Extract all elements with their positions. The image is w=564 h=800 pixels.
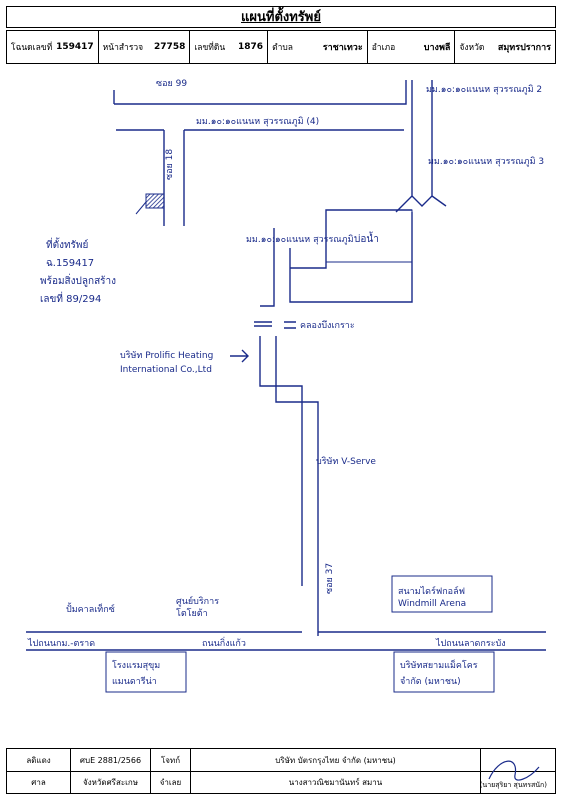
road-mid-label: ถนนกิ่งแก้ว — [202, 636, 246, 649]
right-road-lines — [395, 80, 447, 213]
road-right-label: ไปถนนลาดกระบัง — [435, 638, 506, 649]
amphoe-label: อำเภอ — [371, 43, 396, 53]
main-road-top-line — [113, 80, 407, 105]
footer-r2-c2: จังหวัดศรีสะเกษ — [71, 771, 151, 793]
golf-label2: Windmill Arena — [398, 599, 466, 609]
mall-box — [393, 651, 495, 693]
hotel-line1: โรงแรมสุขุม — [112, 660, 160, 671]
mid-road — [260, 209, 413, 307]
footer-row-2: ศาล จังหวัดศรีสะเกษ จำเลย นางสาวณิชมานัน… — [7, 771, 555, 793]
province-label: จังหวัด — [459, 43, 485, 53]
golf-box — [391, 575, 493, 613]
soi-top-label: ซอย 99 — [156, 79, 187, 89]
main-vertical-road — [259, 336, 319, 636]
location-map: ซอย 99 มม.๑๐:๑๐แนนห สุวรรณภูมิ (4) มม.๑๐… — [6, 66, 556, 742]
arrow-company1 — [230, 349, 249, 363]
deed-label: โฉนดเลขที่ — [11, 43, 53, 53]
survey-cell: หน้าสำรวจ 27758 — [99, 31, 191, 63]
survey-label: หน้าสำรวจ — [102, 43, 144, 53]
footer-r1-c2: ศบE 2881/2566 — [71, 749, 151, 771]
company1-line1: บริษัท Prolific Heating — [120, 350, 213, 361]
signer-name: (นายสุริยา สุนทรสนัก) — [479, 781, 547, 789]
footer-r1-c1: ลดิแดง — [7, 749, 71, 771]
hotel-box — [105, 651, 187, 693]
footer-r1-c3: โจทก์ — [151, 749, 191, 771]
province-value: สมุทรปราการ — [497, 43, 552, 53]
bottom-left-b: ศูนย์บริการ — [176, 595, 219, 607]
footer-r1-c4: บริษัท บัตรกรุงไทย จำกัด (มหาชน) — [191, 749, 481, 771]
property-pointer — [135, 201, 147, 215]
tambon-value: ราชาเทวะ — [322, 43, 363, 53]
pond-outline — [325, 209, 413, 263]
property-line2: พร้อมสิ่งปลูกสร้าง — [40, 273, 116, 287]
tambon-cell: ตำบล ราชาเทวะ — [268, 31, 368, 63]
footer-r2-c4: นางสาวณิชมานันทร์ สมาน — [191, 771, 481, 793]
land-number: 1876 — [238, 42, 264, 52]
footer-r2-c1: ศาล — [7, 771, 71, 793]
land-cell: เลขที่ดิน 1876 — [190, 31, 269, 63]
bottom-left-a: ปั้มคาลเท็กซ์ — [66, 602, 115, 615]
company1-line2: International Co.,Ltd — [120, 365, 212, 375]
page-title: แผนที่ตั้งทรัพย์ — [6, 6, 556, 28]
footer-row-1: ลดิแดง ศบE 2881/2566 โจทก์ บริษัท บัตรกร… — [7, 749, 555, 772]
map-drawing: ซอย 99 มม.๑๐:๑๐แนนห สุวรรณภูมิ (4) มม.๑๐… — [26, 79, 546, 693]
company2-label: บริษัท V-Serve — [316, 456, 376, 467]
soi-vertical — [163, 130, 185, 226]
golf-label: สนามไดร์ฟกอล์ฟ — [398, 585, 465, 597]
right-mid-label: มม.๑๐:๑๐แนนห สุวรรณภูมิ 3 — [428, 156, 544, 167]
road-left-label: ไปถนนกม.-ตราด — [27, 638, 95, 649]
mall-line1: บริษัทสยามแม็คโคร — [400, 658, 478, 671]
survey-number: 27758 — [154, 42, 186, 52]
right-top-label: มม.๑๐:๑๐แนนห สุวรรณภูมิ 2 — [426, 84, 542, 95]
soi-vertical-label: ซอย 18 — [165, 149, 175, 180]
hotel-line2: แมนดารีน่า — [112, 676, 157, 687]
property-line3: เลขที่ 89/294 — [40, 291, 101, 305]
mid-road-label: มม.๑๐:๑๐แนนห สุวรรณภูมิ — [246, 234, 354, 245]
main-road-label: มม.๑๐:๑๐แนนห สุวรรณภูมิ (4) — [196, 116, 319, 127]
footer-r2-c3: จำเลย — [151, 771, 191, 793]
mall-line2: จำกัด (มหาชน) — [400, 676, 461, 687]
deed-info-row: โฉนดเลขที่ 159417 หน้าสำรวจ 27758 เลขที่… — [6, 30, 556, 64]
pond-label: บ่อน้ำ — [354, 231, 379, 245]
property-line1: ฉ.159417 — [46, 258, 94, 269]
canal-label: คลองบึงเกราะ — [300, 320, 355, 331]
amphoe-value: บางพลี — [423, 43, 451, 53]
province-cell: จังหวัด สมุทรปราการ — [455, 31, 555, 63]
signature-mark — [488, 760, 540, 781]
bottom-left-c: โตโยต้า — [176, 608, 208, 619]
deed-cell: โฉนดเลขที่ 159417 — [7, 31, 99, 63]
canal-lines — [254, 321, 296, 329]
property-title: ที่ตั้งทรัพย์ — [46, 237, 88, 251]
tambon-label: ตำบล — [272, 43, 293, 53]
land-label: เลขที่ดิน — [194, 43, 226, 53]
kingkaew-road — [26, 631, 546, 651]
soi-lower-label: ซอย 37 — [325, 563, 335, 594]
amphoe-cell: อำเภอ บางพลี — [368, 31, 456, 63]
case-footer: ลดิแดง ศบE 2881/2566 โจทก์ บริษัท บัตรกร… — [6, 748, 556, 794]
deed-number: 159417 — [56, 42, 94, 52]
property-marker — [145, 193, 165, 209]
